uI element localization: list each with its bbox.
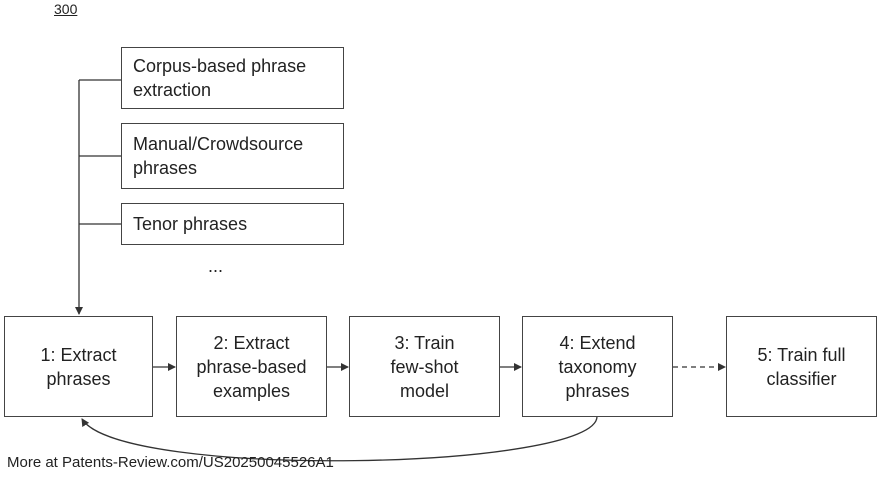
step-label: 2: Extract phrase-based examples <box>196 332 307 401</box>
feedback-loop-arrow <box>81 415 598 462</box>
figure-number: 300 <box>54 1 78 17</box>
step-3-train-few-shot-model: 3: Train few-shot model <box>349 316 500 417</box>
source-label: Tenor phrases <box>133 214 248 234</box>
step-label: 4: Extend taxonomy phrases <box>558 332 637 401</box>
source-tenor-phrases: Tenor phrases <box>121 203 344 245</box>
step-label: 3: Train few-shot model <box>390 332 459 401</box>
source-label: Corpus-based phrase extraction <box>133 56 307 100</box>
step-2-extract-examples: 2: Extract phrase-based examples <box>176 316 327 417</box>
sources-ellipsis: ... <box>208 256 224 276</box>
footer-source-link: More at Patents-Review.com/US20250045526… <box>7 454 334 471</box>
source-label: Manual/Crowdsource phrases <box>133 134 304 178</box>
step-1-extract-phrases: 1: Extract phrases <box>4 316 153 417</box>
step-4-extend-taxonomy-phrases: 4: Extend taxonomy phrases <box>522 316 673 417</box>
step-label: 1: Extract phrases <box>40 344 117 389</box>
source-corpus-phrase-extraction: Corpus-based phrase extraction <box>121 47 344 109</box>
source-manual-crowdsource-phrases: Manual/Crowdsource phrases <box>121 123 344 189</box>
step-5-train-full-classifier: 5: Train full classifier <box>726 316 877 417</box>
step-label: 5: Train full classifier <box>757 344 846 389</box>
